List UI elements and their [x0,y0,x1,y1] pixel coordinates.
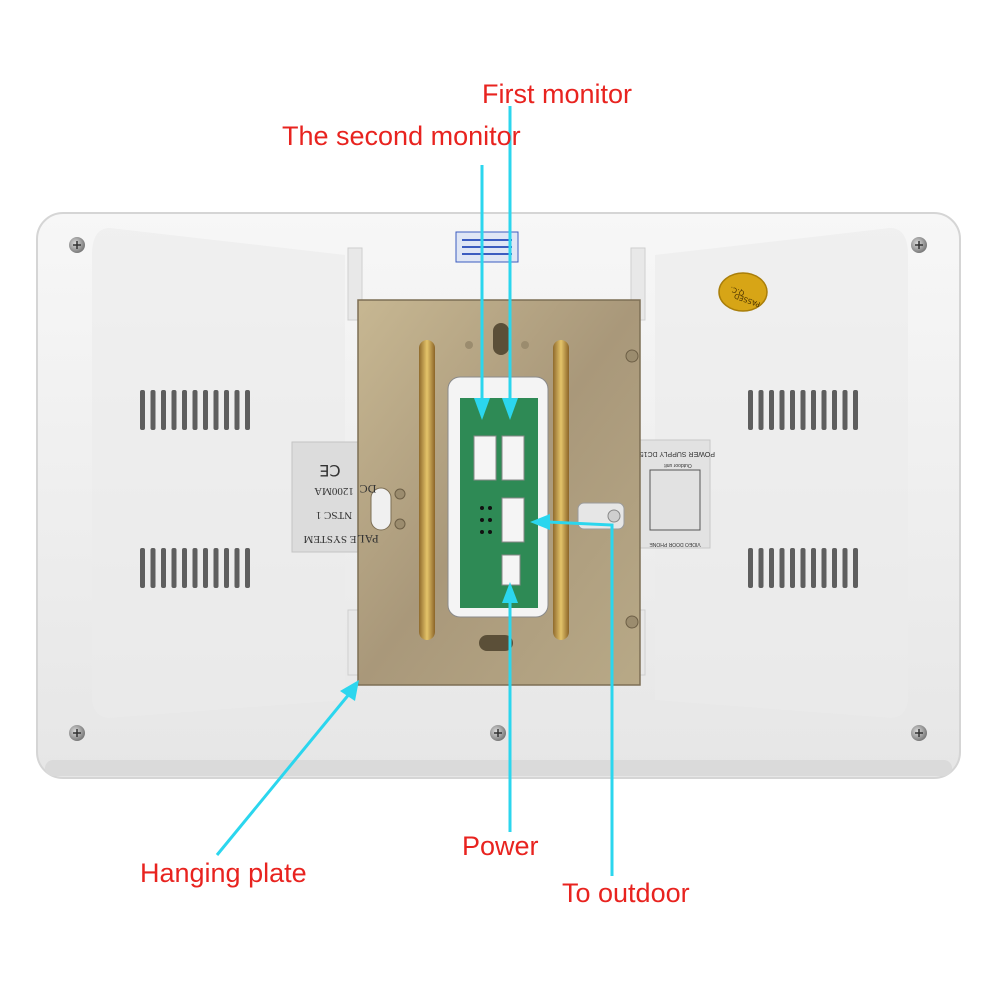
connector-port-icon [501,497,525,543]
arrowhead-first-monitor [502,398,518,420]
housing-bottom-shadow [45,760,952,776]
right-label-line-0: POWER SUPPLY DC15V [635,450,715,457]
left-label-line-1: 1200MA [314,485,354,497]
arrowhead-second-monitor [474,398,490,420]
connector-port-icon [501,554,521,586]
vent-slot [842,548,848,588]
vent-slot [203,390,208,430]
leader-to-outdoor [547,520,614,876]
vent-slot [234,390,240,430]
vent-slot [800,548,806,588]
screw-icon [911,725,927,741]
vent-slot [832,548,837,588]
vent-slot [758,390,764,430]
arrowhead-hanging-plate [340,680,359,701]
vent-slot [224,548,229,588]
bottom-slot [479,635,513,651]
top-slot [493,323,509,355]
vent-slot [800,390,806,430]
label-first-monitor: First monitor [482,79,633,109]
vent-slot [832,390,837,430]
left-label-line-2: NTSC 1 [316,509,352,521]
vent-slot [182,548,187,588]
vent-slot [150,390,156,430]
vent-slot [171,548,177,588]
vent-slot [161,548,166,588]
screw-icon [911,237,927,253]
pcb-board [460,398,538,608]
housing-inner-right-panel [655,228,909,718]
vent-slot [140,390,145,430]
vent-slot [769,548,774,588]
label-hanging-plate: Hanging plate [140,858,307,888]
vent-slot [811,390,816,430]
vent-slot [779,390,785,430]
right-label-line-2: VIDEO DOOR PHONE [649,541,701,547]
vent-slot [821,548,827,588]
right-label-line-1: Outdoor unit [664,462,692,468]
vent-slot [758,548,764,588]
callout-arrowheads [340,398,550,701]
vent-slot [779,548,785,588]
vent-slot [853,390,858,430]
vent-slot [224,390,229,430]
leader-hanging-plate [215,692,352,856]
arrowhead-power [502,582,518,603]
vent-slots-icon [140,390,858,588]
vent-slot [213,548,219,588]
plate-side-line-1: PAL [357,532,379,546]
connector-port-icon [473,435,497,481]
pcb-window [447,376,549,618]
connector-port-icon [501,435,525,481]
vent-slot [853,548,858,588]
left-label-line-3: E SYSTEM [303,533,356,545]
left-label-line-0: CE [319,461,340,480]
vent-slot [245,548,250,588]
right-rail [553,340,569,640]
vent-slot [234,548,240,588]
label-to-outdoor: To outdoor [562,878,690,908]
left-spec-label: CE 1200MA NTSC 1 E SYSTEM [291,441,359,553]
vent-slot [140,548,145,588]
screw-icon [69,725,85,741]
vent-slot [161,390,166,430]
screw-icon [490,725,506,741]
screw-icon [69,237,85,253]
label-second-monitor: The second monitor [282,121,521,151]
vent-slot [790,390,795,430]
vent-slot [748,390,753,430]
vent-slot [182,390,187,430]
vent-slot [203,548,208,588]
vent-slot [769,390,774,430]
vent-slot [790,548,795,588]
plate-side-line-0: DC [360,482,377,496]
vent-slot [842,390,848,430]
barcode-sticker [455,231,519,263]
vent-slot [150,548,156,588]
vent-slot [811,548,816,588]
hanging-plate: DC PAL [357,299,641,686]
vent-slot [192,390,198,430]
vent-slot [748,548,753,588]
side-slot [370,487,392,531]
housing-inner-left-panel [91,228,346,718]
vent-slot [171,390,177,430]
arrowhead-to-outdoor [530,514,550,530]
vent-slot [245,390,250,430]
right-spec-label: POWER SUPPLY DC15V Outdoor unit VIDEO DO… [635,439,715,549]
vent-slot [192,548,198,588]
qc-passed-stamp: Q.C. PASSED [718,272,768,312]
left-rail [419,340,435,640]
label-power: Power [462,831,539,861]
vent-slot [213,390,219,430]
vent-slot [821,390,827,430]
callout-leaders [215,106,614,876]
